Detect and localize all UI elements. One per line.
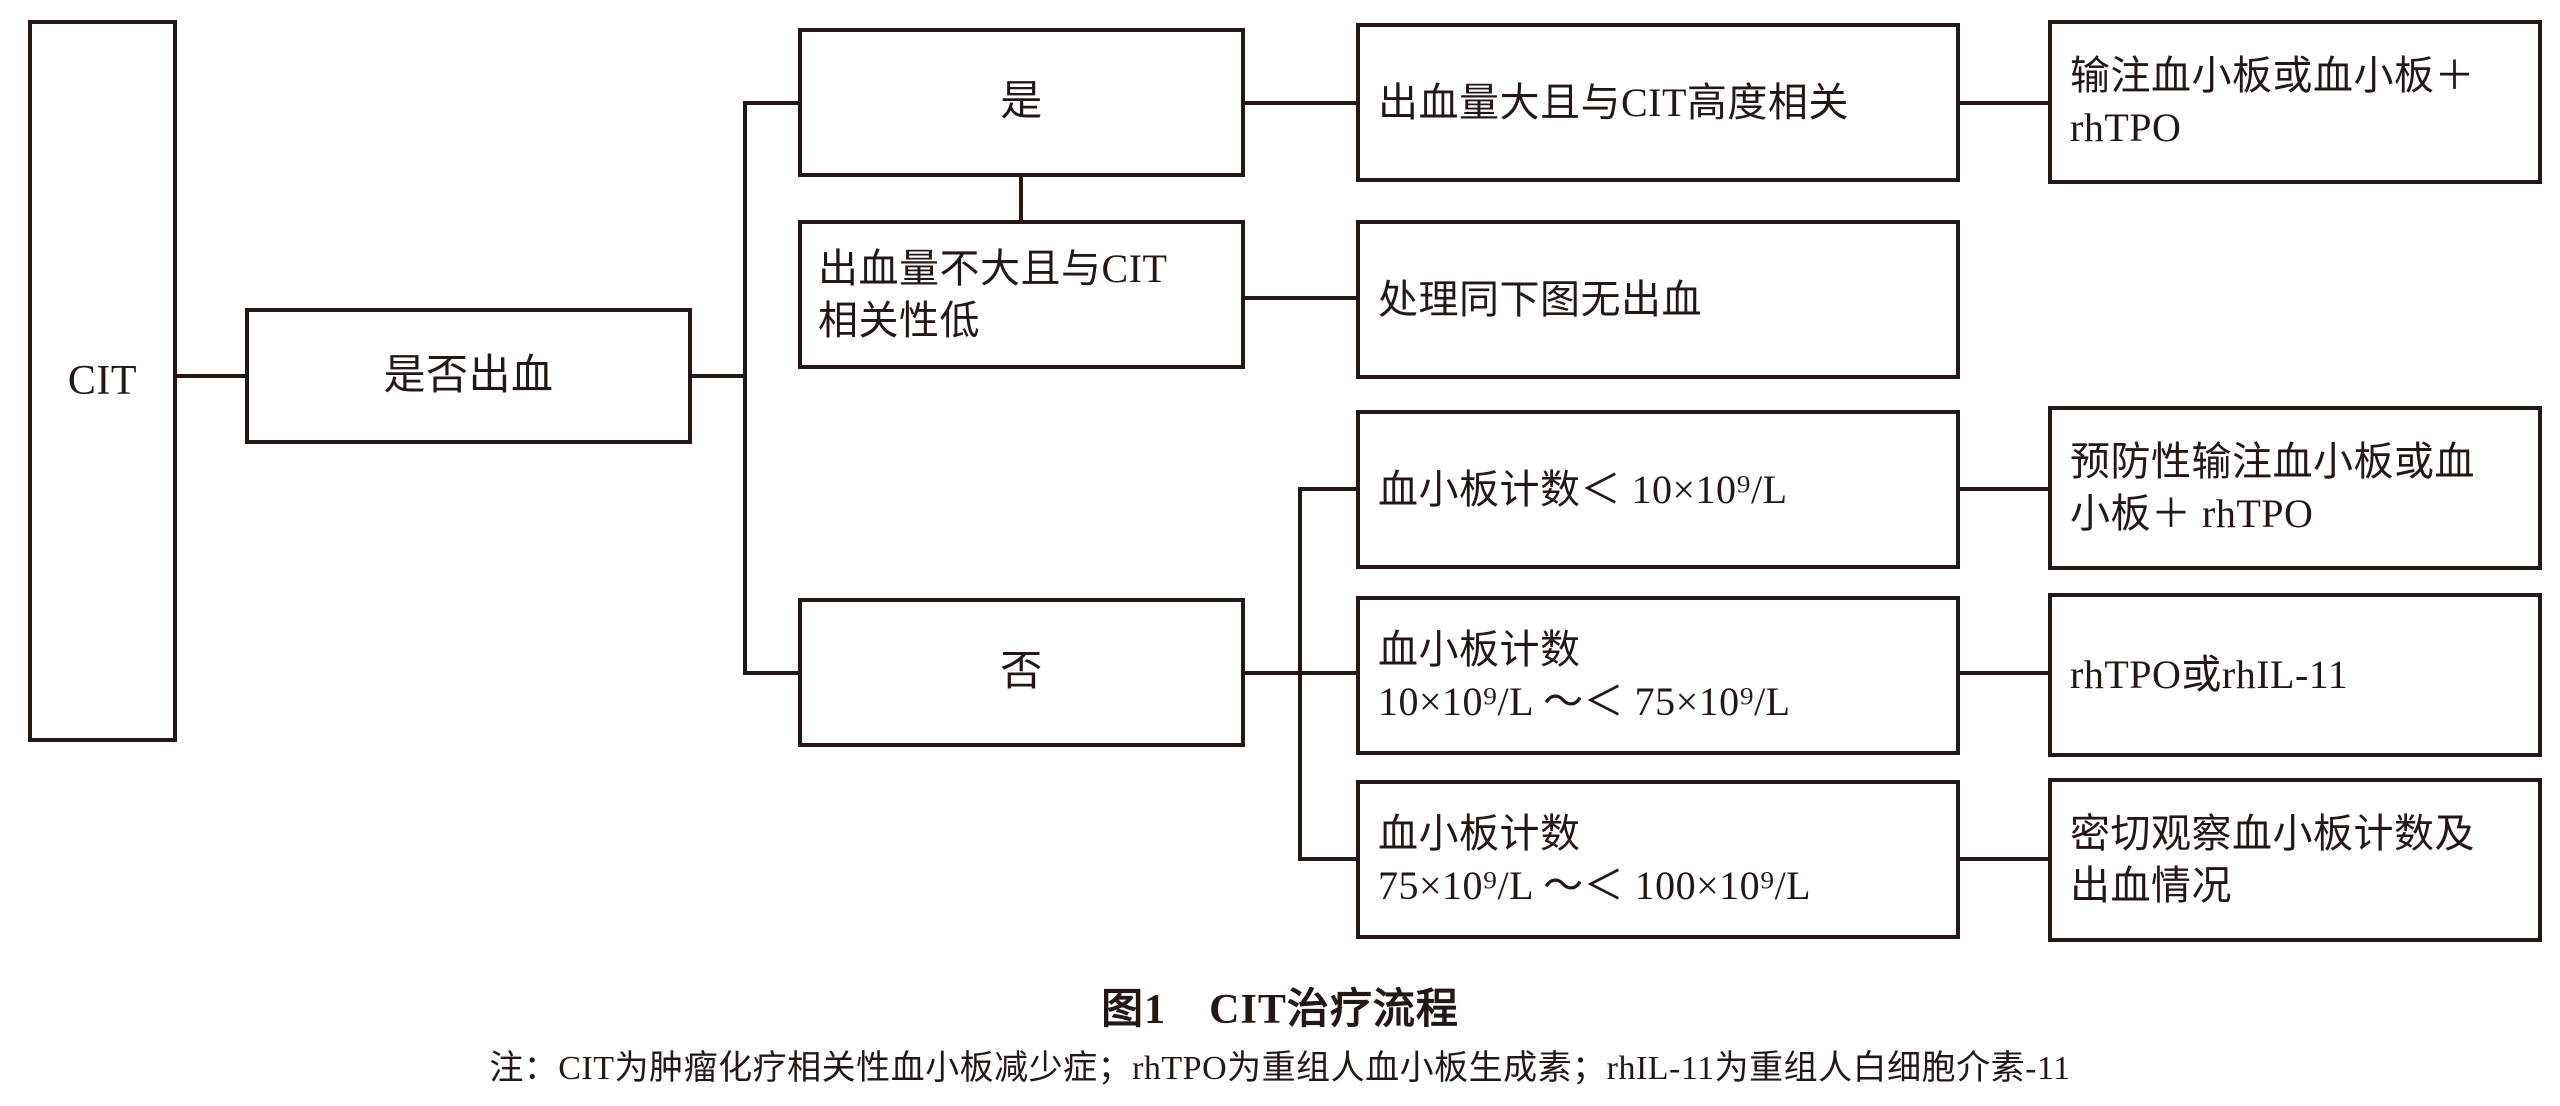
node-plt-lt10-label: 血小板计数＜ 10×10⁹/L [1378, 466, 1788, 512]
node-root-label: CIT [67, 357, 138, 404]
node-no-label: 否 [1000, 649, 1043, 696]
node-treat-prophylactic-box[interactable] [2048, 406, 2542, 570]
node-treat-observe-label: 密切观察血小板计数及 出血情况 [2070, 811, 2475, 908]
node-yes-label: 是 [1000, 79, 1043, 126]
node-same-as-no-bleed-box[interactable] [1356, 220, 1960, 379]
node-treat-transfuse-box[interactable] [2048, 20, 2542, 184]
node-treat-transfuse-label: 输注血小板或血小板＋ rhTPO [2070, 53, 2475, 150]
node-decision-label: 是否出血 [383, 352, 554, 399]
figure-caption: 图1 CIT治疗流程 [1101, 987, 1459, 1033]
node-plt-75-100-box[interactable] [1356, 780, 1960, 939]
node-bleed-heavy-label: 出血量大且与CIT高度相关 [1378, 79, 1849, 125]
node-plt-75-100-label: 血小板计数 75×10⁹/L ～＜ 100×10⁹/L [1378, 810, 1812, 908]
node-treat-rhtpo-label: rhTPO或rhIL-11 [2070, 652, 2349, 697]
node-treat-rhtpo-box[interactable] [2048, 593, 2542, 757]
node-root-box[interactable] [28, 20, 177, 742]
node-plt-10-75-label: 血小板计数 10×10⁹/L ～＜ 75×10⁹/L [1378, 626, 1791, 724]
node-treat-prophylactic-label: 预防性输注血小板或血 小板＋ rhTPO [2070, 439, 2475, 536]
connector-no-branch [1241, 487, 1360, 861]
node-bleed-light-label: 出血量不大且与CIT 相关性低 [818, 245, 1168, 343]
node-decision-box[interactable] [245, 308, 692, 444]
node-treat-observe-box[interactable] [2048, 778, 2542, 942]
connector-decision-branch [688, 101, 802, 675]
node-yes-box[interactable] [798, 28, 1245, 177]
figure-footnote: 注：CIT为肿瘤化疗相关性血小板减少症；rhTPO为重组人血小板生成素；rhIL… [489, 1050, 2071, 1087]
node-bleed-light-box[interactable] [798, 220, 1245, 369]
node-plt-10-75-box[interactable] [1356, 596, 1960, 755]
node-same-as-no-bleed-label: 处理同下图无出血 [1378, 276, 1702, 322]
node-no-box[interactable] [798, 598, 1245, 747]
